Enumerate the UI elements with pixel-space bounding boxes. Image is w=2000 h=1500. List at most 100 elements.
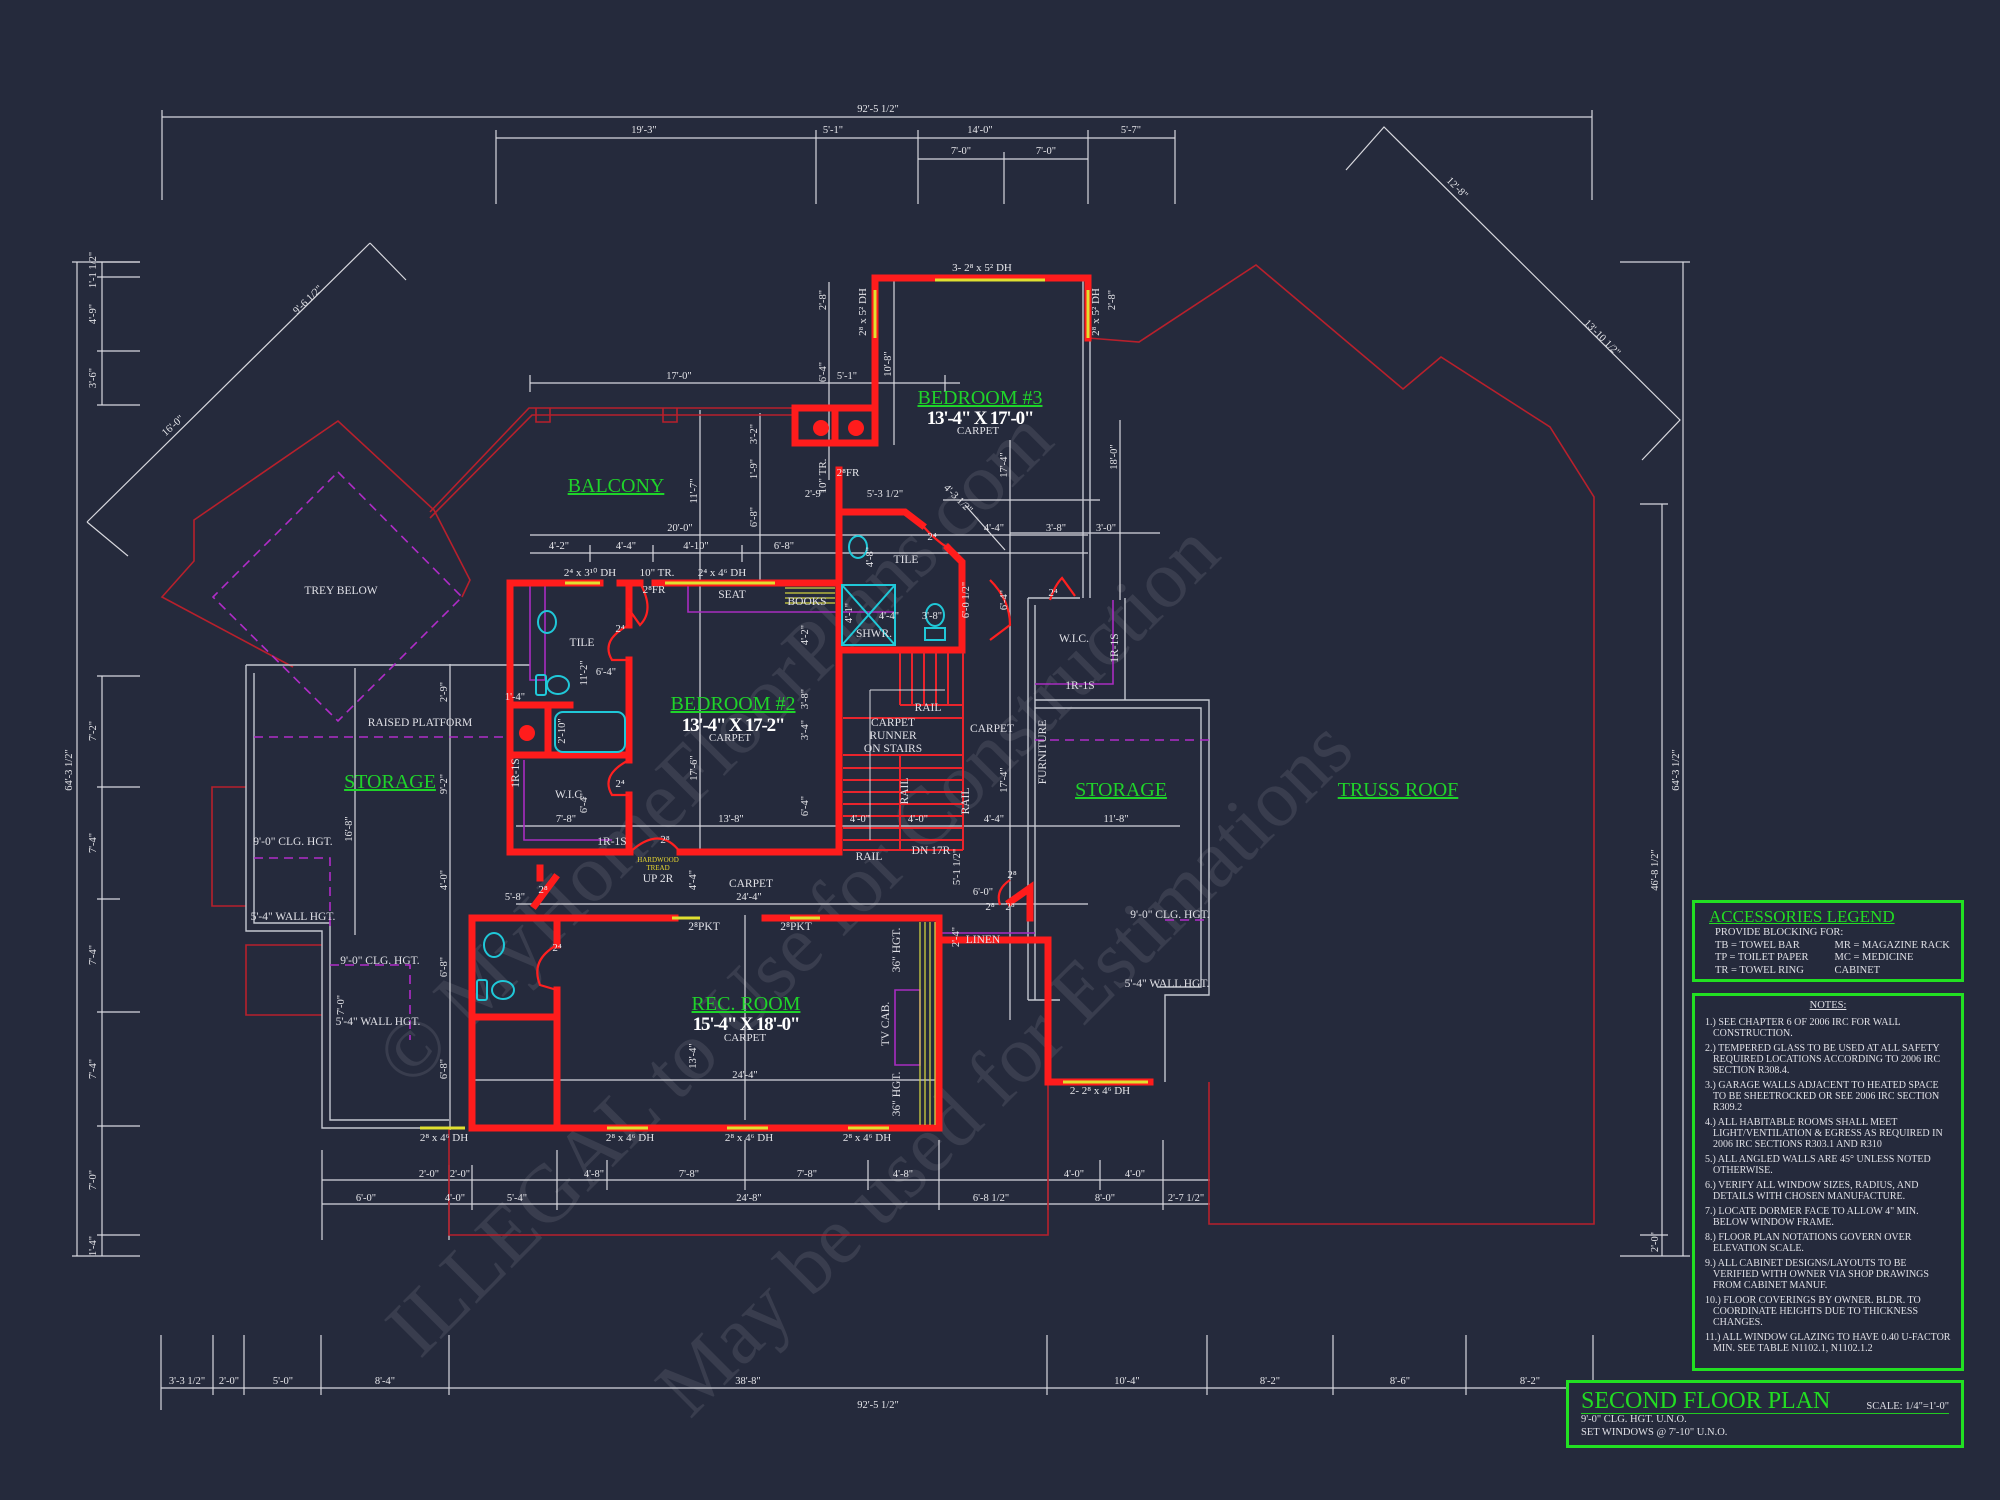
dimension-label: 1'-9" — [749, 459, 760, 479]
annotation-label: 5'-4" WALL HGT. — [1125, 978, 1210, 990]
ceiling-height-note: 9'-0" CLG. HGT. U.N.O. — [1581, 1414, 1687, 1425]
dimension-label: 24'-8" — [736, 1193, 761, 1204]
legend-title: ACCESSORIES LEGEND — [1709, 907, 1895, 926]
dimension-label: 6'-4" — [800, 796, 811, 816]
dimension-label: 7'-4" — [88, 945, 99, 965]
annotation-label: 9'-0" CLG. HGT. — [1130, 909, 1210, 921]
toilet-icon — [925, 603, 945, 627]
annotation-label: TILE — [570, 637, 595, 649]
dimension-label: 8'-6" — [1390, 1376, 1410, 1387]
note-item: 2.) TEMPERED GLASS TO BE USED AT ALL SAF… — [1705, 1043, 1941, 1076]
dimension-label: 38'-8" — [735, 1376, 760, 1387]
dimension-label: 4'-4" — [984, 814, 1004, 825]
dimension-label: 17'-4" — [999, 452, 1010, 477]
dimension-label: 2'-9" — [439, 682, 450, 702]
annotation-label: TILE — [894, 554, 919, 566]
annotation-label: 1R-1S — [597, 836, 626, 848]
legend-item: MC = MEDICINE CABINET — [1834, 952, 1914, 976]
dimension-label: 6'-8" — [439, 1059, 450, 1079]
note-item: 4.) ALL HABITABLE ROOMS SHALL MEET LIGHT… — [1705, 1117, 1943, 1150]
annotation-label: 36" HGT. — [891, 928, 903, 973]
dimension-label: 4'-0" — [445, 1193, 465, 1204]
dimension-label: 2'-8" — [1107, 290, 1118, 310]
room-size-bedroom-2: 13'-4" X 17-2" — [682, 715, 784, 736]
window-door-label: 2⁸ — [985, 901, 995, 913]
dimension-label: 64'-3 1/2" — [64, 749, 75, 790]
dimension-label: 4'-10" — [683, 541, 708, 552]
dimension-label: 14'-0" — [967, 125, 992, 136]
dimension-label: 92'-5 1/2" — [857, 1400, 898, 1411]
bathtub-icon — [554, 711, 626, 753]
notes-title: NOTES: — [1809, 1000, 1847, 1011]
dimension-label: 6'-8" — [749, 507, 760, 527]
annotation-label: W.I.C. — [1059, 633, 1089, 645]
dimension-label: 5'-8" — [505, 892, 525, 903]
dimension-label: 4'-2" — [549, 541, 569, 552]
dimension-label: 2'-0" — [419, 1169, 439, 1180]
roof-outline — [160, 264, 1595, 1236]
dimension-label: 46'-8 1/2" — [1650, 849, 1661, 890]
dimension-label: 12'-8" — [1444, 175, 1470, 201]
dimension-label: 3'-8" — [800, 689, 811, 709]
window-door-label: 2⁸ — [538, 884, 548, 896]
dimension-label: 8'-2" — [1520, 1376, 1540, 1387]
dimension-label: 6'-0 1/2" — [961, 582, 972, 618]
window-height-note: SET WINDOWS @ 7'-10" U.N.O. — [1581, 1426, 1728, 1438]
window-door-label: 2⁸ x 5² DH — [1090, 288, 1102, 336]
annotation-label: UP 2R — [643, 873, 674, 885]
dimension-label: 1'-4" — [88, 1236, 99, 1256]
note-item: 6.) VERIFY ALL WINDOW SIZES, RADIUS, AND… — [1705, 1180, 1919, 1202]
accessories-legend: ACCESSORIES LEGEND PROVIDE BLOCKING FOR:… — [1692, 900, 1964, 982]
dimension-label: 5'-1" — [837, 371, 857, 382]
dimension-label: 7'-8" — [797, 1169, 817, 1180]
dimension-label: 6'-8" — [774, 541, 794, 552]
dimension-label: 2'-0" — [450, 1169, 470, 1180]
dimension-label: 3'-8" — [1046, 523, 1066, 534]
annotation-label: CARPET — [970, 723, 1014, 735]
dimension-label: 3'-2" — [749, 424, 760, 444]
window-door-label: 2- 2⁸ x 4⁶ DH — [1070, 1085, 1130, 1097]
annotation-label: RAIL — [856, 851, 883, 863]
legend-item: MR = MAGAZINE RACK — [1834, 939, 1950, 951]
annotation-label: 9'-0" CLG. HGT. — [340, 955, 420, 967]
dimension-label: 18'-0" — [1109, 444, 1120, 469]
dimension-label: 16'-8" — [344, 816, 355, 841]
title-block: SECOND FLOOR PLAN SCALE: 1/4"=1'-0" 9'-0… — [1566, 1380, 1964, 1448]
dimension-label: 6'-4" — [999, 590, 1010, 610]
annotation-label: TREY BELOW — [304, 585, 377, 597]
annotation-label: 5'-4" WALL HGT. — [251, 911, 336, 923]
dimension-label: 64'-3 1/2" — [1671, 749, 1682, 790]
dimension-label: 1'-1 1/2" — [88, 252, 99, 288]
plan-title: SECOND FLOOR PLAN — [1581, 1388, 1831, 1414]
dimension-label: 4'-2" — [800, 625, 811, 645]
annotation-label: 36" HGT. — [891, 1072, 903, 1117]
annotation-label: RAIL — [960, 788, 972, 815]
window-door-label: 2⁴ — [615, 778, 625, 790]
room-label-truss-roof: TRUSS ROOF — [1338, 779, 1459, 801]
plan-scale: SCALE: 1/4"=1'-0" — [1866, 1400, 1949, 1412]
dimension-label: 7'-4" — [88, 1059, 99, 1079]
staircase — [843, 652, 964, 851]
dimension-label: 17'-0" — [666, 371, 691, 382]
window-door-label: 2⁴ — [615, 623, 625, 635]
dimension-label: 4'-8" — [893, 1169, 913, 1180]
window-door-label: 10" TR. — [817, 458, 829, 493]
dimension-label: 4'-4" — [616, 541, 636, 552]
dimension-label: 4'-0" — [1064, 1169, 1084, 1180]
dimension-label: 3'-4" — [800, 720, 811, 740]
annotation-label: 5'-4" WALL HGT. — [336, 1016, 421, 1028]
window-door-label: 2⁴ — [552, 942, 562, 954]
dimension-label: 7'-4" — [88, 833, 99, 853]
dimension-label: 16'-0" — [160, 414, 186, 439]
room-size-bedroom-3: 13'-4" X 17'-0" — [927, 408, 1034, 429]
dimension-label: 8'-2" — [1260, 1376, 1280, 1387]
dimension-label: 8'-4" — [375, 1376, 395, 1387]
legend-intro: PROVIDE BLOCKING FOR: — [1715, 927, 1844, 938]
annotation-label: CARPET — [871, 717, 915, 729]
dimension-label: 2'-7 1/2" — [1168, 1193, 1204, 1204]
toilet-icon — [491, 980, 515, 1000]
sink-icon — [483, 932, 505, 958]
dimension-label: 20'-0" — [667, 523, 692, 534]
